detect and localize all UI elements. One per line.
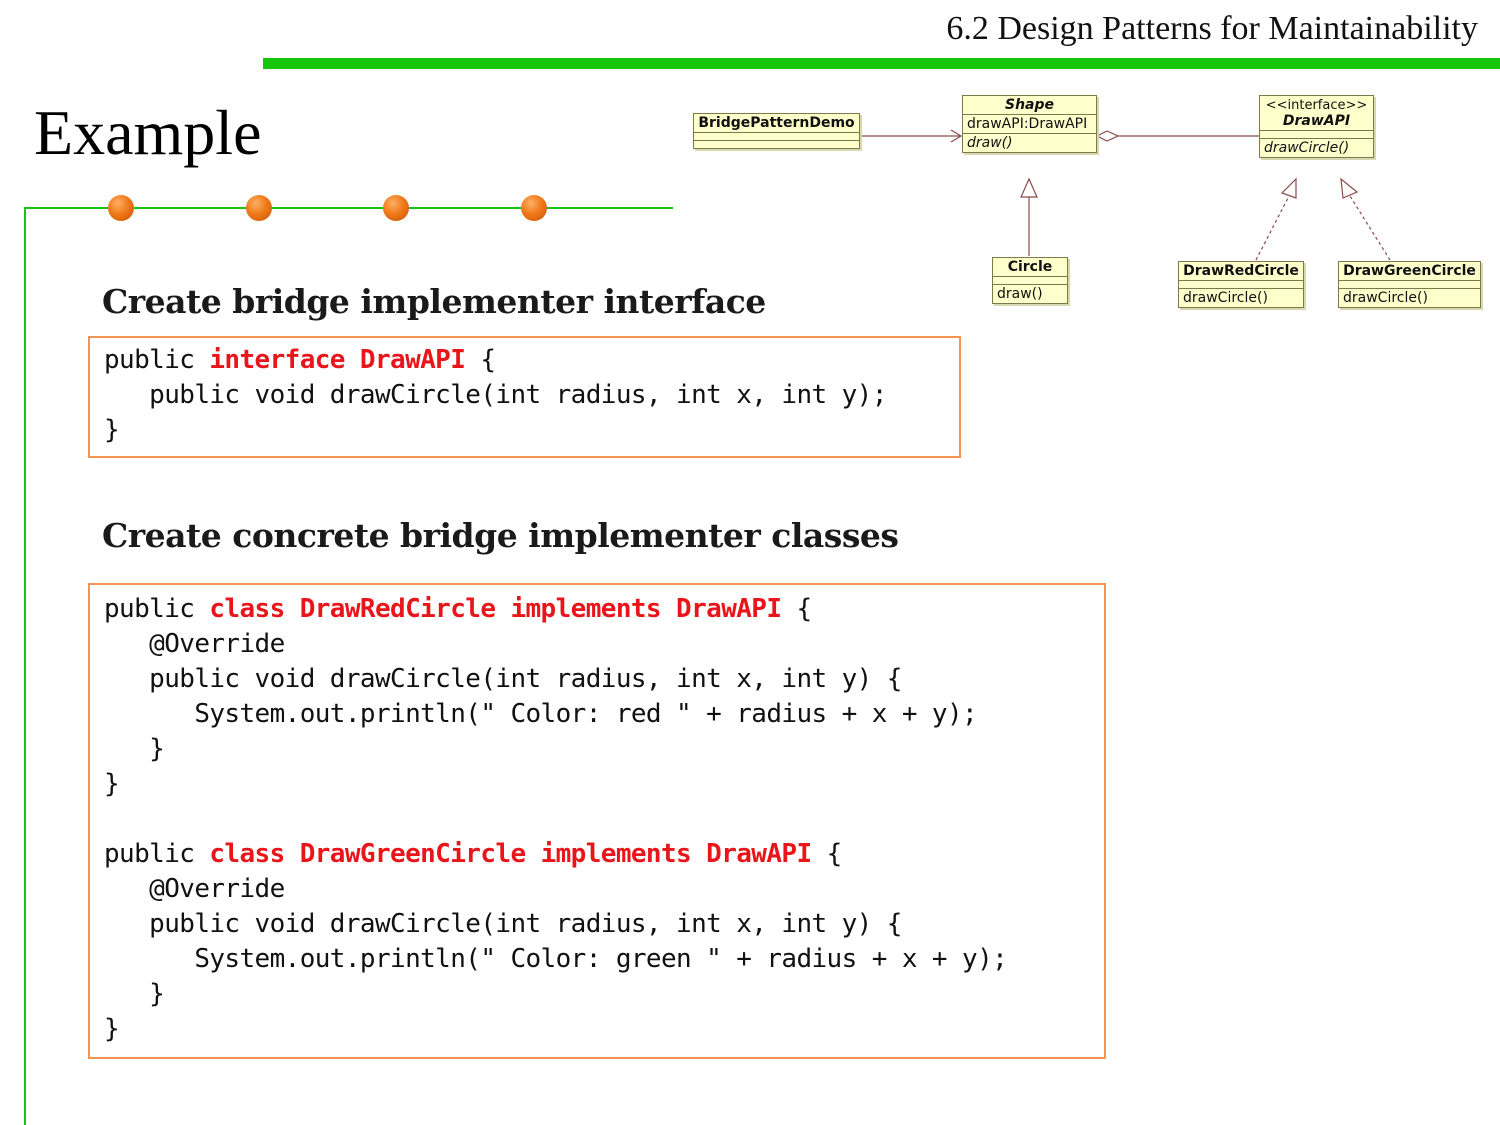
uml-attributes: [993, 276, 1067, 284]
code-line: System.out.println(" Color: red " + radi…: [104, 699, 978, 729]
uml-class-name: BridgePatternDemo: [698, 115, 855, 131]
code-line: }: [104, 769, 120, 799]
uml-class-name: DrawAPI: [1282, 113, 1351, 129]
uml-attributes: [1260, 130, 1373, 138]
code-keyword: class DrawRedCircle: [209, 594, 496, 624]
uml-class-drawredcircle: DrawRedCircle drawCircle(): [1178, 261, 1304, 308]
realization-line: [1255, 195, 1290, 261]
uml-operation: drawCircle(): [1339, 288, 1480, 307]
uml-class-shape: Shape drawAPI:DrawAPI draw(): [962, 95, 1097, 153]
uml-interface-drawapi: <<interface>> DrawAPI drawCircle(): [1259, 95, 1374, 158]
uml-class-circle: Circle draw(): [992, 257, 1068, 304]
uml-class-name: DrawGreenCircle: [1343, 263, 1476, 279]
left-rule: [24, 207, 26, 1125]
aggregation-diamond-icon: [1095, 130, 1120, 142]
orange-bullet-icon: [108, 195, 134, 221]
orange-bullet-icon: [383, 195, 409, 221]
code-line: System.out.println(" Color: green " + ra…: [104, 944, 1008, 974]
uml-operation: draw(): [993, 284, 1067, 303]
code-line: @Override: [104, 629, 285, 659]
uml-attributes: [694, 132, 859, 140]
code-block-interface: public interface DrawAPI { public void d…: [88, 336, 961, 458]
code-line: public void drawCircle(int radius, int x…: [104, 380, 887, 410]
code-line: }: [104, 1014, 120, 1044]
realization-line: [1349, 195, 1391, 261]
code-listing: public class DrawRedCircle implements Dr…: [104, 592, 1008, 1047]
section-heading: Create bridge implementer interface: [102, 282, 766, 321]
orange-bullet-icon: [521, 195, 547, 221]
code-line: }: [104, 415, 120, 445]
uml-class-bridgepatterndemo: BridgePatternDemo: [693, 113, 860, 149]
realization-arrow-icon: [1340, 177, 1359, 199]
code-line: public interface DrawAPI {: [104, 345, 496, 375]
section-heading: Create concrete bridge implementer class…: [102, 516, 899, 555]
code-line: @Override: [104, 874, 285, 904]
realization-arrow-icon: [1280, 177, 1297, 199]
code-line: public class DrawGreenCircle implements …: [104, 839, 842, 869]
code-line: public void drawCircle(int radius, int x…: [104, 664, 902, 694]
code-listing: public interface DrawAPI { public void d…: [104, 343, 887, 448]
code-line: }: [104, 734, 165, 764]
uml-operation: draw(): [963, 133, 1096, 152]
uml-operations: [694, 140, 859, 148]
title-rule: [24, 207, 673, 209]
uml-class-drawgreencircle: DrawGreenCircle drawCircle(): [1338, 261, 1481, 308]
uml-connectors: [860, 129, 1391, 261]
code-line: public void drawCircle(int radius, int x…: [104, 909, 902, 939]
code-line: public class DrawRedCircle implements Dr…: [104, 594, 812, 624]
code-line: }: [104, 979, 165, 1009]
uml-operation: drawCircle(): [1260, 138, 1373, 157]
code-keyword: implements DrawAPI: [510, 594, 782, 624]
uml-class-name: DrawRedCircle: [1183, 263, 1299, 279]
code-block-classes: public class DrawRedCircle implements Dr…: [88, 583, 1106, 1059]
code-keyword: class DrawGreenCircle: [209, 839, 526, 869]
uml-attributes: [1179, 280, 1303, 288]
slide-title: Example: [34, 97, 262, 168]
header-title: 6.2 Design Patterns for Maintainability: [946, 10, 1478, 47]
uml-attributes: [1339, 280, 1480, 288]
code-keyword: interface DrawAPI: [209, 345, 466, 375]
uml-stereotype: <<interface>>: [1265, 98, 1368, 113]
uml-attribute: drawAPI:DrawAPI: [963, 114, 1096, 133]
code-keyword: implements DrawAPI: [540, 839, 813, 869]
orange-bullet-icon: [246, 195, 272, 221]
uml-class-name: Circle: [1007, 259, 1053, 275]
header-bar: [263, 58, 1500, 69]
uml-class-name: Shape: [1004, 97, 1054, 113]
generalization-arrow-icon: [1020, 177, 1038, 198]
uml-operation: drawCircle(): [1179, 288, 1303, 307]
association-arrow-icon: [950, 129, 963, 143]
